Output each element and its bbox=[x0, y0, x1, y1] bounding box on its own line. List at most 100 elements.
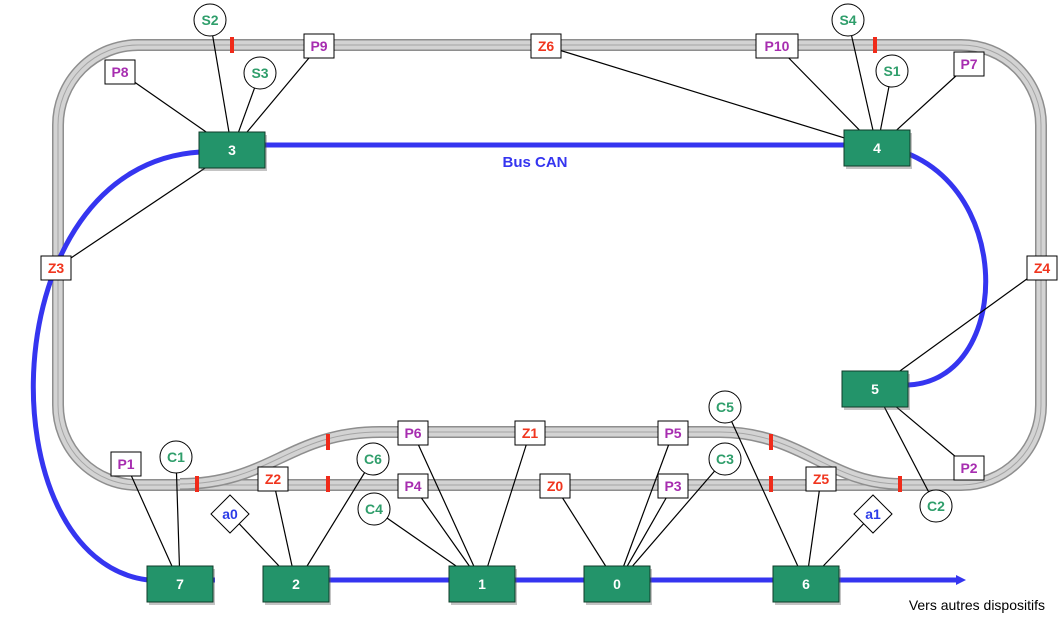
sensor-circle bbox=[356, 442, 390, 476]
node-label: 7 bbox=[176, 576, 184, 592]
point-p6: P6 bbox=[397, 420, 429, 446]
sensor-label: S4 bbox=[839, 12, 856, 28]
sensor-label: S1 bbox=[883, 63, 900, 79]
point-p5: P5 bbox=[657, 420, 689, 446]
sensor-label: C3 bbox=[716, 451, 734, 467]
point-label: P3 bbox=[664, 478, 681, 494]
point-box bbox=[953, 51, 985, 77]
sensor-s2: S2 bbox=[193, 3, 227, 37]
point-box bbox=[657, 473, 689, 499]
point-p10: P10 bbox=[755, 33, 799, 59]
node-box bbox=[448, 565, 516, 603]
zone-z1: Z1 bbox=[514, 420, 546, 446]
zone-label: Z6 bbox=[538, 38, 555, 54]
node-box bbox=[843, 129, 911, 167]
point-box bbox=[303, 33, 335, 59]
point-p1: P1 bbox=[110, 451, 142, 477]
zone-z2: Z2 bbox=[257, 466, 289, 492]
connector-line bbox=[55, 149, 233, 269]
node-4[interactable]: 4 bbox=[843, 129, 912, 169]
sensor-c6: C6 bbox=[356, 442, 390, 476]
point-label: P7 bbox=[960, 56, 977, 72]
node-box bbox=[146, 565, 214, 603]
sensor-c3: C3 bbox=[708, 442, 742, 476]
node-box bbox=[583, 565, 651, 603]
node-5[interactable]: 5 bbox=[841, 370, 910, 410]
zone-box bbox=[805, 466, 837, 492]
connector-line bbox=[209, 19, 233, 151]
node-1[interactable]: 1 bbox=[448, 565, 517, 605]
node-box bbox=[262, 565, 330, 603]
zone-box bbox=[257, 466, 289, 492]
sensor-label: C2 bbox=[927, 498, 945, 514]
sensor-s1: S1 bbox=[875, 54, 909, 88]
point-p2: P2 bbox=[953, 455, 985, 481]
point-box bbox=[104, 59, 136, 85]
sensor-c4: C4 bbox=[357, 492, 391, 526]
node-label: 6 bbox=[802, 576, 810, 592]
sensor-circle bbox=[831, 3, 865, 37]
point-box bbox=[110, 451, 142, 477]
switch-a1: a1 bbox=[853, 494, 893, 534]
point-p3: P3 bbox=[657, 473, 689, 499]
sensor-label: C4 bbox=[365, 501, 383, 517]
node-6[interactable]: 6 bbox=[772, 565, 841, 605]
sensor-label: C5 bbox=[716, 399, 734, 415]
outer-loop-track bbox=[52, 39, 1047, 491]
sensor-label: S3 bbox=[251, 65, 268, 81]
node-label: 4 bbox=[873, 140, 881, 156]
zone-label: Z3 bbox=[48, 260, 65, 276]
zone-label: Z1 bbox=[522, 425, 539, 441]
node-0[interactable]: 0 bbox=[583, 565, 652, 605]
siding-track bbox=[179, 426, 901, 490]
zone-z0: Z0 bbox=[539, 473, 571, 499]
sensor-circle bbox=[919, 489, 953, 523]
connector-line bbox=[616, 458, 726, 585]
nodes-layer: 0 1 2 3 4 5 6 7 bbox=[146, 129, 912, 605]
connector-line bbox=[545, 45, 878, 149]
switch-label: a0 bbox=[222, 506, 238, 522]
node-7[interactable]: 7 bbox=[146, 565, 215, 605]
point-label: P8 bbox=[111, 64, 128, 80]
node-label: 3 bbox=[228, 142, 236, 158]
point-p9: P9 bbox=[303, 33, 335, 59]
connector-line bbox=[125, 463, 181, 585]
sensor-circle bbox=[159, 440, 193, 474]
connector-line bbox=[874, 388, 937, 507]
point-label: P4 bbox=[404, 478, 421, 494]
node-3[interactable]: 3 bbox=[198, 131, 267, 171]
zone-label: Z4 bbox=[1034, 260, 1051, 276]
can-bus-line bbox=[30, 149, 950, 583]
sensor-c2: C2 bbox=[919, 489, 953, 523]
zone-label: Z0 bbox=[547, 478, 564, 494]
node-label: 1 bbox=[478, 576, 486, 592]
point-label: P5 bbox=[664, 425, 681, 441]
point-label: P6 bbox=[404, 425, 421, 441]
point-p4: P4 bbox=[397, 473, 429, 499]
point-label: P1 bbox=[117, 456, 134, 472]
sensor-circle bbox=[708, 390, 742, 424]
zone-box bbox=[539, 473, 571, 499]
connector-line bbox=[847, 19, 878, 149]
sensor-s4: S4 bbox=[831, 3, 865, 37]
switch-label: a1 bbox=[865, 506, 881, 522]
zone-z5: Z5 bbox=[805, 466, 837, 492]
point-box bbox=[953, 455, 985, 481]
point-box bbox=[755, 33, 799, 59]
sensor-circle bbox=[193, 3, 227, 37]
sensor-c1: C1 bbox=[159, 440, 193, 474]
node-box bbox=[772, 565, 840, 603]
switch-diamond bbox=[210, 494, 250, 534]
can-bus-line-upper bbox=[265, 141, 989, 388]
sensor-c5: C5 bbox=[708, 390, 742, 424]
connector-line bbox=[724, 406, 807, 585]
point-box bbox=[657, 420, 689, 446]
node-2[interactable]: 2 bbox=[262, 565, 331, 605]
bus-footer-label: Vers autres dispositifs bbox=[909, 597, 1045, 613]
sensor-label: C6 bbox=[364, 451, 382, 467]
connector-line bbox=[175, 456, 181, 585]
zone-box bbox=[40, 255, 72, 281]
